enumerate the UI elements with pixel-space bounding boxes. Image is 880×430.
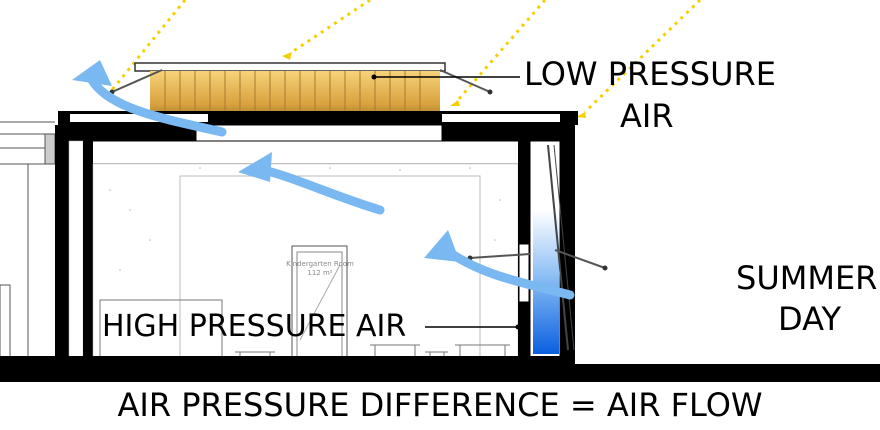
room-name: Kindergarten Room: [286, 260, 354, 268]
room-area: 112 m²: [307, 269, 332, 277]
high-pressure-label: HIGH PRESSURE AIR: [102, 309, 407, 344]
adjacent-building: [0, 121, 56, 366]
diagram-caption: AIR PRESSURE DIFFERENCE = AIR FLOW: [117, 386, 763, 424]
season-label-line1: SUMMER: [736, 259, 878, 297]
low-pressure-label-line2: AIR: [620, 97, 674, 135]
air-flow-arrow-exit: [87, 75, 227, 137]
floor-slab: [0, 356, 575, 366]
ground: [0, 364, 880, 382]
air-flow-arrowheads: [72, 60, 460, 262]
interior: Kindergarten Room 112 m²: [92, 140, 519, 365]
low-pressure-label-line1: LOW PRESSURE: [524, 55, 776, 93]
right-wall: [467, 125, 608, 365]
low-pressure-leader: [371, 74, 520, 80]
high-pressure-leader: [425, 324, 521, 330]
season-label-line2: DAY: [778, 300, 842, 338]
left-wall: [55, 125, 93, 366]
roof: [55, 111, 578, 142]
sun-rays: [110, 0, 702, 114]
